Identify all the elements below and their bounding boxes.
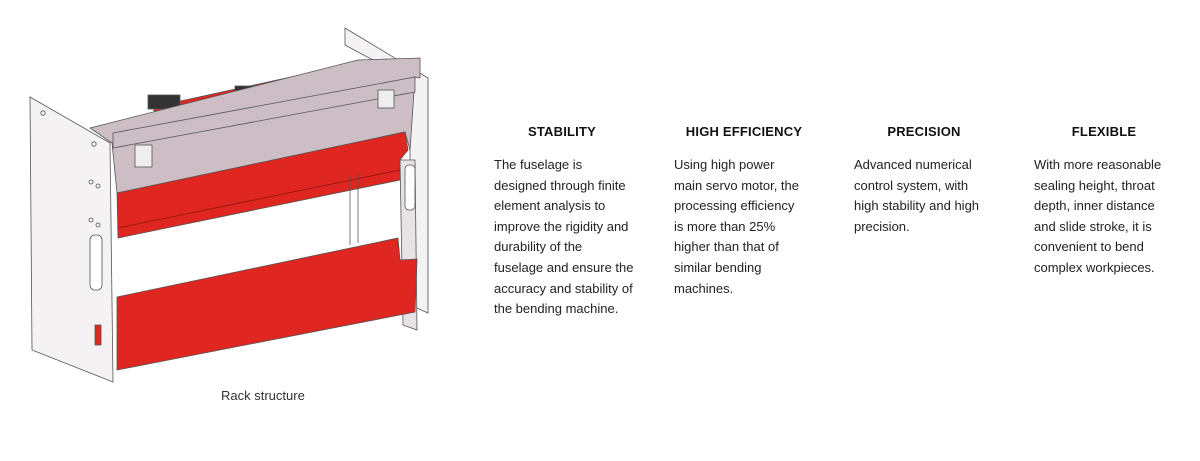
feature-title: HIGH EFFICIENCY <box>685 124 803 139</box>
feature-title: FLEXIBLE <box>1071 124 1137 139</box>
feature-title: PRECISION <box>887 124 961 139</box>
lower-red-bar <box>116 237 418 371</box>
left-side-panel <box>29 96 114 383</box>
feature-precision: PRECISION Advanced numerical control sys… <box>854 124 1004 237</box>
feature-text: Using high power main servo motor, the p… <box>674 157 799 296</box>
feature-text: With more reasonable sealing height, thr… <box>1034 157 1162 275</box>
figure-caption: Rack structure <box>221 388 305 403</box>
feature-title: STABILITY <box>528 124 596 139</box>
upper-red-bar <box>116 131 409 239</box>
feature-flexible: FLEXIBLE With more reasonable sealing he… <box>1034 124 1184 279</box>
feature-high-efficiency: HIGH EFFICIENCY Using high power main se… <box>674 124 824 299</box>
rack-structure-illustration <box>29 27 429 383</box>
feature-text: The fuselage is designed through finite … <box>494 157 634 317</box>
feature-stability: STABILITY The fuselage is designed throu… <box>494 124 644 320</box>
feature-text: Advanced numerical control system, with … <box>854 157 980 234</box>
